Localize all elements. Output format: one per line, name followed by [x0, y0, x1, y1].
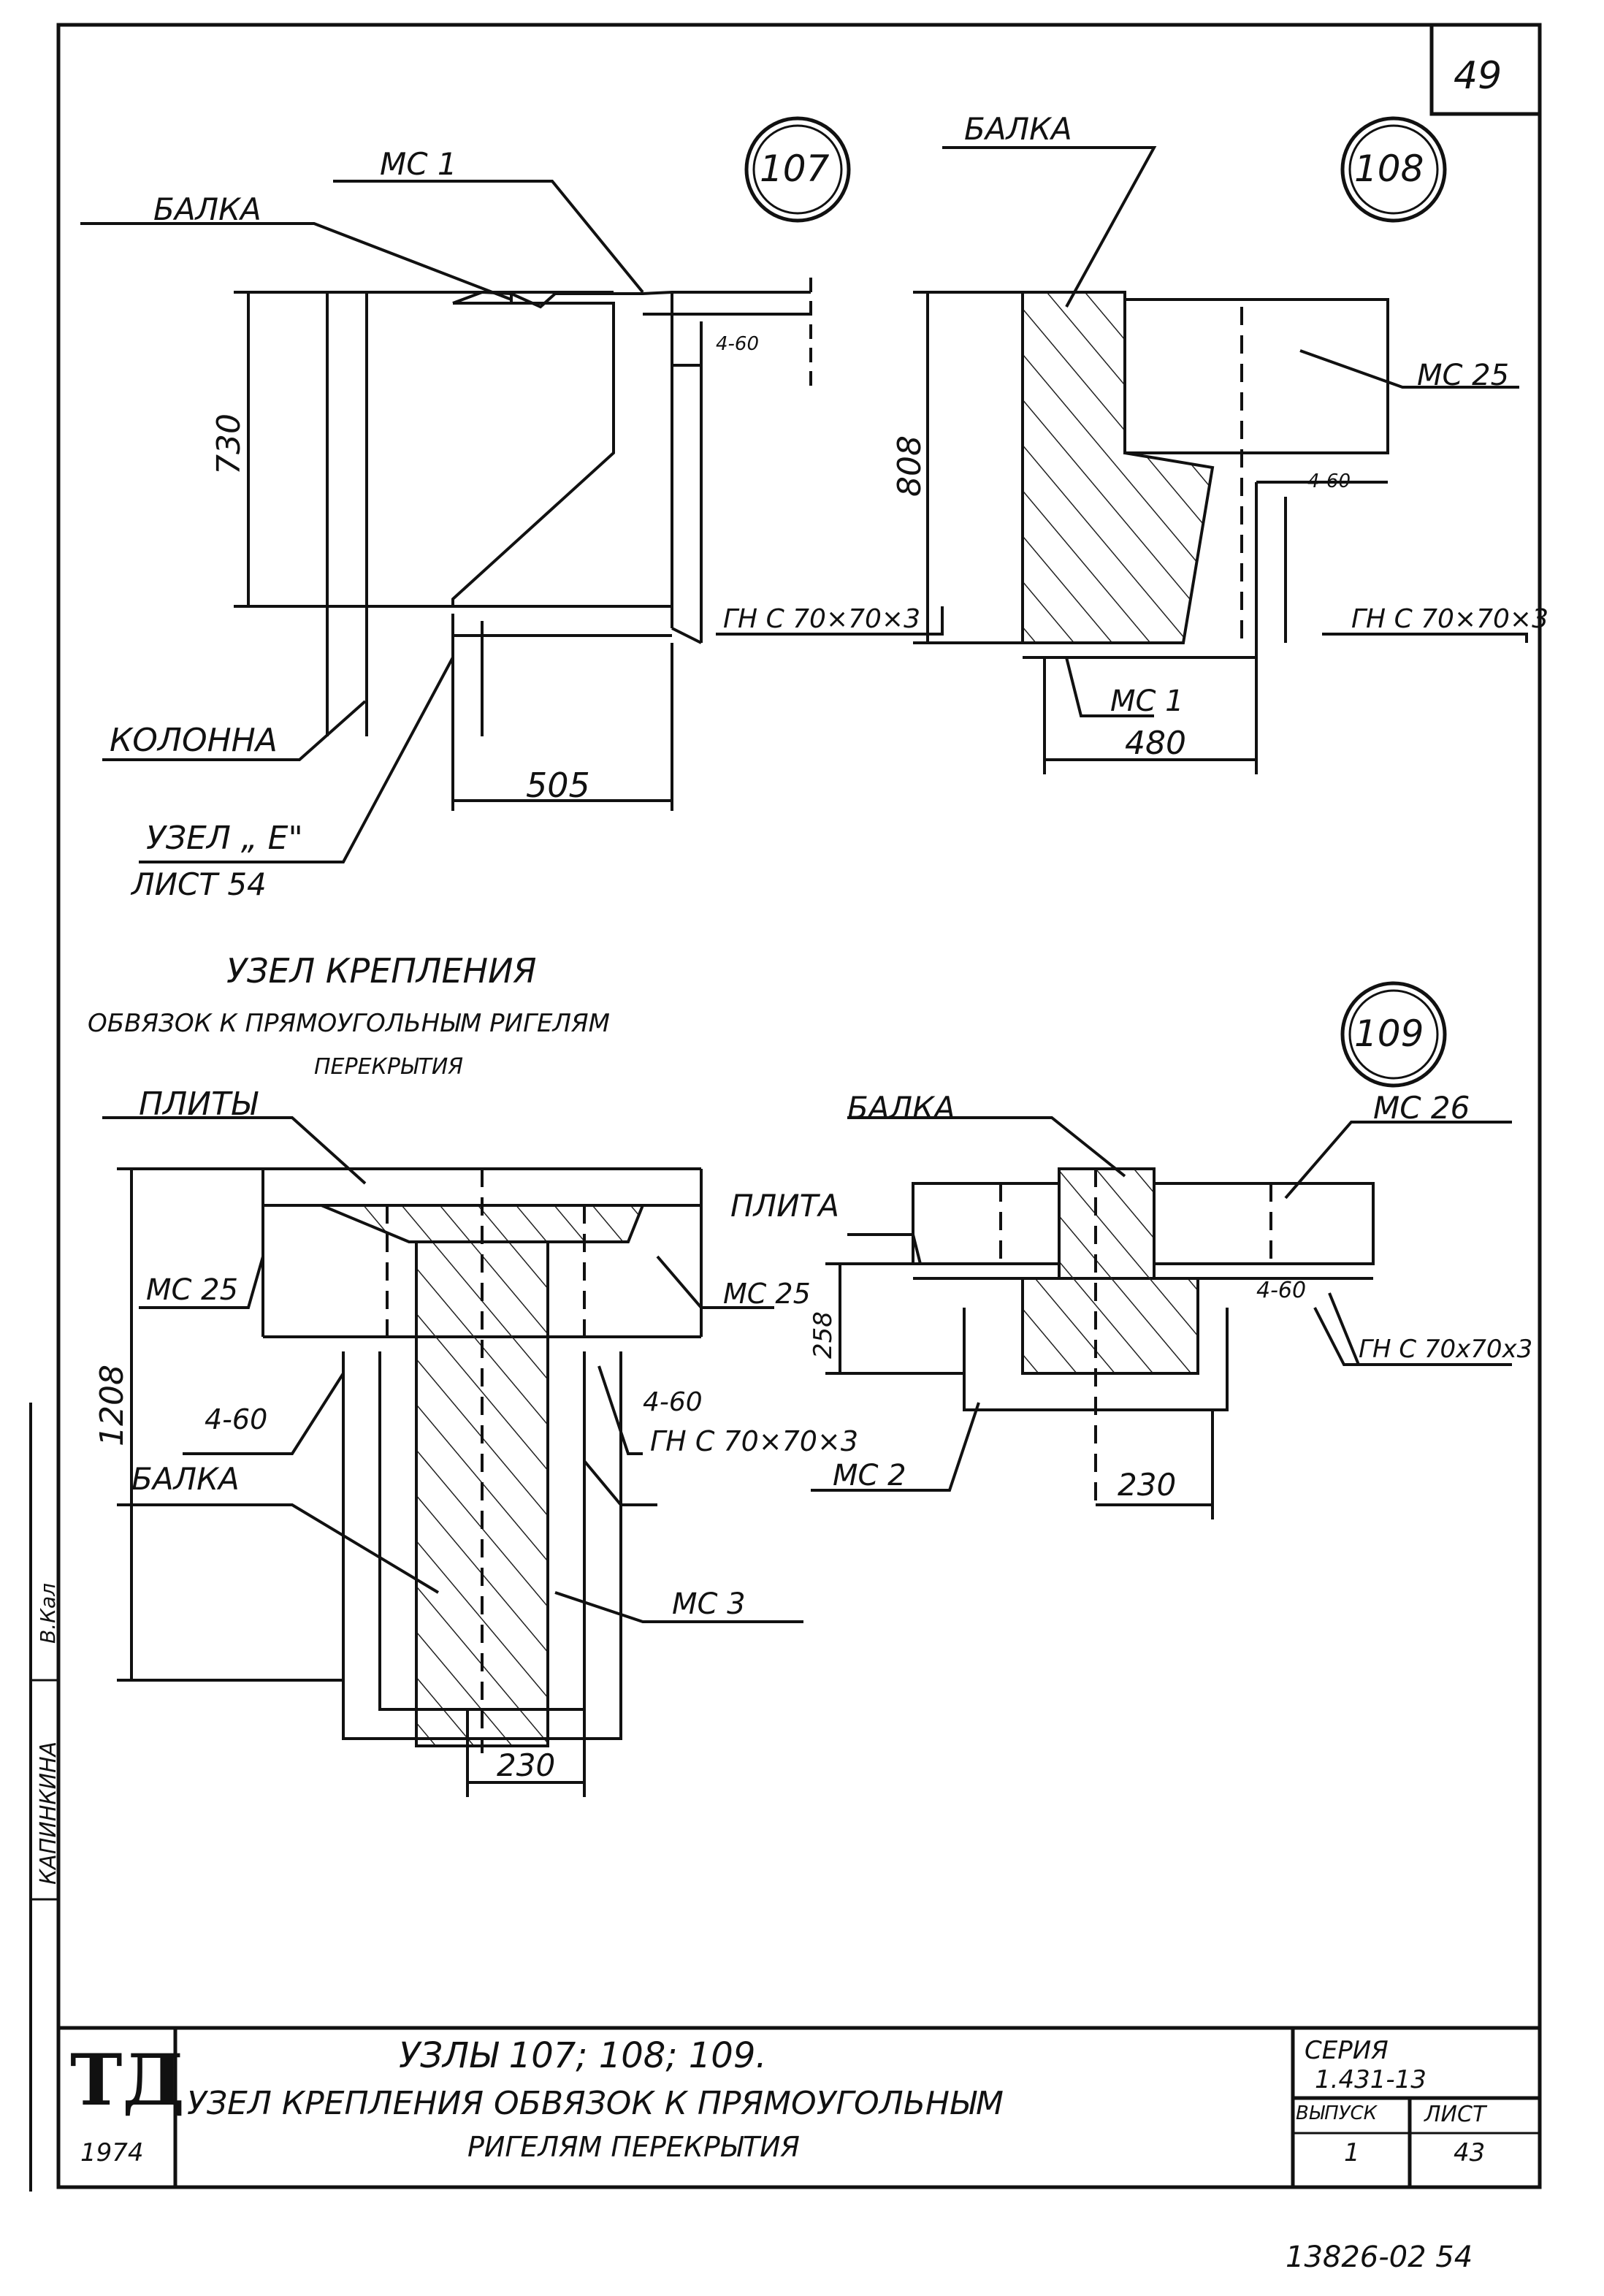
- side-stamp-2: В.Кал: [36, 1582, 60, 1644]
- node-107-column-label: КОЛОННА: [110, 722, 278, 759]
- node-107-marker: [744, 116, 851, 223]
- node-107-drawing: [80, 116, 944, 863]
- node-left-weld-left: 4-60: [205, 1403, 268, 1435]
- node-108-number: 108: [1354, 148, 1424, 190]
- node-left-ms3-label: МС 3: [672, 1587, 746, 1621]
- node-109-ms2-label: МС 2: [833, 1459, 906, 1492]
- node-left-weld-right: 4-60: [643, 1387, 703, 1417]
- title-block-sheet-value: 43: [1454, 2138, 1486, 2167]
- title-block-issue-label: ВЫПУСК: [1296, 2102, 1378, 2124]
- node-left-drawing: [102, 1116, 803, 1797]
- node-108-ms25-label: МС 25: [1417, 359, 1510, 392]
- node-109-ms26-label: МС 26: [1373, 1090, 1470, 1126]
- node-107-beam-label: БАЛКА: [153, 191, 261, 227]
- node-108-gns-label: ГН С 70×70×3: [1351, 604, 1548, 634]
- title-block-title-line1: УЗЛЫ 107; 108; 109.: [399, 2035, 767, 2076]
- node-left-beam-label: БАЛКА: [131, 1461, 240, 1497]
- node-108-ms1-label: МС 1: [1110, 684, 1184, 718]
- node-108-height-dim: 808: [891, 435, 928, 497]
- node-left-gns-label: ГН С 70×70×3: [650, 1425, 858, 1457]
- drawing-frame: [56, 23, 1542, 2189]
- node-left-height-dim: 1208: [93, 1365, 131, 1446]
- title-block-year: 1974: [80, 2138, 144, 2167]
- node-109-weld-label: 4-60: [1256, 1278, 1307, 1303]
- node-107-node-ref: УЗЕЛ „ Е": [146, 820, 303, 857]
- node-109-marker-inner: [1348, 989, 1439, 1080]
- node-108-weld-label: 4-60: [1307, 470, 1351, 492]
- node-107-height-dim: 730: [210, 413, 248, 475]
- title-block-issue-value: 1: [1344, 2138, 1360, 2167]
- node-107-gns-label: ГН С 70×70×3: [723, 604, 920, 634]
- node-107-width-dim: 505: [526, 766, 590, 805]
- node-109-width-dim: 230: [1118, 1467, 1177, 1503]
- node-109-marker: [1340, 981, 1447, 1088]
- node-108-marker: [1340, 116, 1447, 223]
- node-108-drawing: [913, 116, 1528, 774]
- title-block-title-line3: РИГЕЛЯМ ПЕРЕКРЫТИЯ: [467, 2131, 800, 2163]
- node-109-beam-label: БАЛКА: [847, 1090, 955, 1126]
- title-block-logo: ТД: [70, 2039, 185, 2121]
- title-block-frame: [58, 2026, 1540, 2187]
- page-number: 49: [1454, 54, 1502, 98]
- page-number-box: [1429, 25, 1540, 116]
- node-109-slab-label: ПЛИТА: [730, 1188, 839, 1224]
- node-107-ms1-label: МС 1: [380, 146, 457, 182]
- node-left-ms25-left: МС 25: [146, 1273, 239, 1307]
- node-109-height-dim: 258: [809, 1311, 838, 1359]
- archive-stamp-number: 13826-02 54: [1286, 2240, 1473, 2274]
- node-left-width-dim: 230: [497, 1747, 556, 1783]
- title-block-series-label: СЕРИЯ: [1305, 2036, 1389, 2065]
- node-left-ms25-right: МС 25: [723, 1278, 811, 1310]
- node-107-number: 107: [760, 148, 830, 190]
- side-stamp: КАПИНКИНА: [36, 1741, 61, 1885]
- node-108-beam-label: БАЛКА: [964, 111, 1072, 147]
- title-block-series-value: 1.431-13: [1315, 2065, 1427, 2094]
- node-left-title-line2: ОБВЯЗОК К ПРЯМОУГОЛЬНЫМ РИГЕЛЯМ: [88, 1009, 611, 1038]
- title-block-sheet-label: ЛИСТ: [1424, 2102, 1486, 2127]
- node-left-title-line1: УЗЕЛ КРЕПЛЕНИЯ: [226, 951, 537, 991]
- node-107-marker-inner: [752, 124, 843, 215]
- title-block-title-line2: УЗЕЛ КРЕПЛЕНИЯ ОБВЯЗОК К ПРЯМОУГОЛЬНЫМ: [187, 2085, 1004, 2122]
- node-109-number: 109: [1354, 1012, 1424, 1055]
- node-left-title-line3: ПЕРЕКРЫТИЯ: [314, 1054, 464, 1080]
- node-107-weld-label: 4-60: [716, 333, 760, 355]
- node-left-slabs-label: ПЛИТЫ: [139, 1086, 257, 1123]
- node-107-sheet-ref: ЛИСТ 54: [131, 866, 267, 902]
- node-108-width-dim: 480: [1125, 725, 1186, 762]
- node-108-marker-inner: [1348, 124, 1439, 215]
- node-109-gns-label: ГН С 70х70х3: [1359, 1335, 1533, 1364]
- node-109-drawing: [811, 981, 1512, 1519]
